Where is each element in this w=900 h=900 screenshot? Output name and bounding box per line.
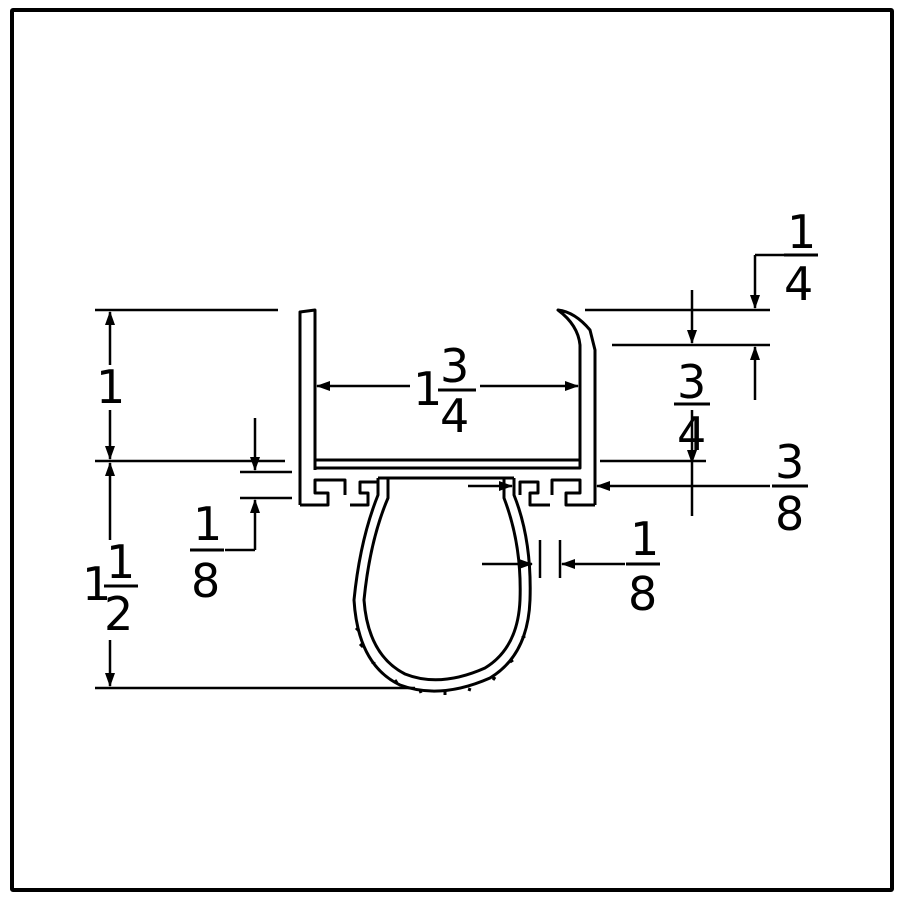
flange-height-label: 3 4	[674, 355, 710, 461]
right-slot	[518, 480, 550, 507]
channel-offset-num: 3	[775, 435, 804, 489]
flange-height-num: 3	[677, 355, 706, 409]
lip-height-label: 1 4	[784, 205, 818, 311]
left-slot	[350, 480, 380, 507]
extrusion-profile	[298, 308, 597, 695]
lip-height-num: 1	[787, 205, 816, 259]
overall-width-label: 1 3 4	[413, 339, 476, 443]
lower-height-whole: 1	[82, 557, 111, 611]
drawing-frame	[10, 8, 894, 892]
channel-offset-label: 3 8	[772, 435, 808, 541]
overall-width-den: 4	[440, 389, 469, 443]
right-wall-lip	[556, 308, 597, 505]
lower-height-num: 1	[106, 535, 135, 589]
slot-thickness-num: 1	[193, 497, 222, 551]
flange-height-den: 4	[677, 407, 706, 461]
left-foot	[300, 478, 347, 507]
upper-height-whole: 1	[96, 360, 125, 414]
dimension-lines	[95, 253, 790, 690]
channel-offset-den: 8	[775, 487, 804, 541]
bulb-wall-den: 8	[628, 567, 657, 621]
overall-width-whole: 1	[413, 362, 442, 416]
right-foot	[550, 478, 595, 507]
lower-height-den: 2	[104, 587, 133, 641]
bulb-wall-label: 1 8	[626, 512, 660, 621]
lower-height-label: 1 1 2	[82, 535, 138, 641]
bulb-inner	[362, 478, 522, 682]
bulb-wall-num: 1	[630, 512, 659, 566]
slot-thickness-label: 1 8	[190, 497, 224, 608]
overall-width-num: 3	[440, 339, 469, 393]
left-wall	[298, 308, 317, 505]
bulb-outer	[352, 478, 532, 693]
lip-height-den: 4	[784, 257, 813, 311]
slot-thickness-den: 8	[191, 554, 220, 608]
